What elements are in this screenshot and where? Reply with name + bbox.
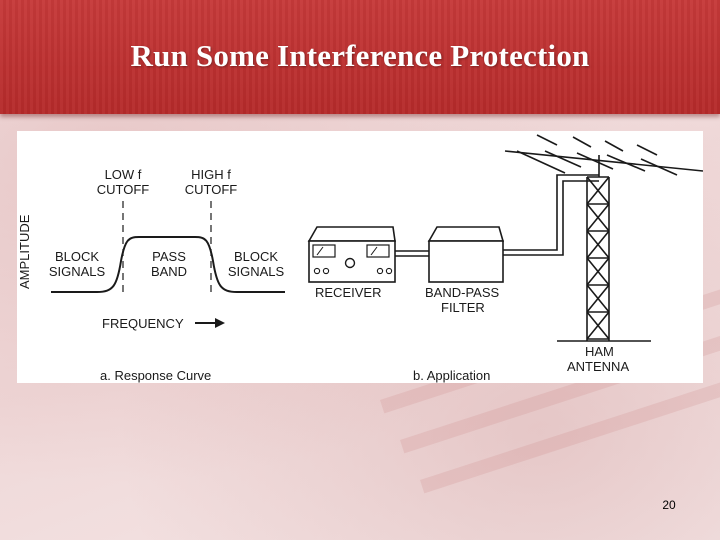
band-pass-filter-unit: BAND-PASS FILTER xyxy=(425,226,505,315)
receiver-body xyxy=(308,240,396,283)
receiver-label: RECEIVER xyxy=(315,285,381,300)
receiver-knob-icon xyxy=(322,267,330,275)
response-curve xyxy=(51,236,285,293)
coax-cable-filter-antenna xyxy=(503,180,599,256)
antenna-beam-icon xyxy=(504,134,703,177)
high-cutoff-label-line2: CUTOFF xyxy=(185,182,238,197)
pass-band-line1: PASS xyxy=(152,249,186,264)
receiver-meter-needle-left xyxy=(316,246,324,256)
slide-title: Run Some Interference Protection xyxy=(130,38,590,73)
block-signals-left-line1: BLOCK xyxy=(55,249,99,264)
receiver-top xyxy=(307,226,396,242)
antenna-label-line1: HAM xyxy=(585,344,614,359)
low-cutoff-label-line2: CUTOFF xyxy=(97,182,150,197)
response-curve-panel: AMPLITUDE LOW f CUTOFF HIGH f CUTOFF BLO… xyxy=(17,167,285,383)
filter-top xyxy=(427,226,505,242)
pass-band-line2: BAND xyxy=(151,264,187,279)
coax-cable-filter-antenna xyxy=(503,174,599,251)
y-axis-label: AMPLITUDE xyxy=(17,214,32,289)
block-signals-right-line1: BLOCK xyxy=(234,249,278,264)
x-axis-label: FREQUENCY xyxy=(102,316,184,331)
block-signals-left-line2: SIGNALS xyxy=(49,264,106,279)
band-pass-filter-figure: AMPLITUDE LOW f CUTOFF HIGH f CUTOFF BLO… xyxy=(17,131,703,383)
high-cutoff-label-line1: HIGH f xyxy=(191,167,231,182)
receiver-knob-icon xyxy=(385,267,393,275)
antenna-label-line2: ANTENNA xyxy=(567,359,629,374)
application-panel: RECEIVER BAND-PASS FILTER xyxy=(307,134,703,383)
response-curve-caption: a. Response Curve xyxy=(100,368,211,383)
diagram-canvas: AMPLITUDE LOW f CUTOFF HIGH f CUTOFF BLO… xyxy=(17,134,703,383)
block-signals-right-line2: SIGNALS xyxy=(228,264,285,279)
filter-label-line2: FILTER xyxy=(441,300,485,315)
receiver-meter-right-icon xyxy=(366,244,390,258)
filter-body xyxy=(428,240,504,283)
antenna-tower-icon xyxy=(557,176,651,342)
receiver-tuning-knob-icon xyxy=(344,257,356,269)
receiver-knob-icon xyxy=(376,267,384,275)
receiver-knob-icon xyxy=(313,267,321,275)
filter-label-line1: BAND-PASS xyxy=(425,285,499,300)
receiver-meter-left-icon xyxy=(312,244,336,258)
low-cutoff-label-line1: LOW f xyxy=(105,167,142,182)
receiver-unit: RECEIVER xyxy=(307,226,396,300)
frequency-arrow-head xyxy=(215,318,225,328)
application-caption: b. Application xyxy=(413,368,490,383)
page-number: 20 xyxy=(662,498,676,512)
receiver-meter-needle-right xyxy=(370,246,378,256)
title-banner xyxy=(0,0,720,114)
